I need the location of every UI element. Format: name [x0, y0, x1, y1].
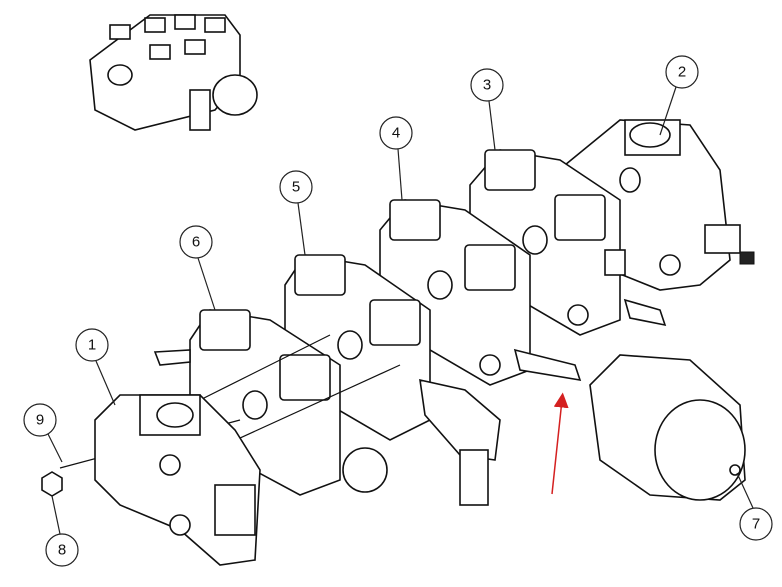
leader-lines	[47, 86, 754, 535]
callout-6: 6	[179, 225, 213, 259]
callout-2: 2	[665, 55, 699, 89]
svg-text:9: 9	[36, 412, 44, 429]
callout-8: 8	[45, 533, 79, 567]
svg-text:8: 8	[58, 542, 66, 559]
svg-text:6: 6	[192, 234, 200, 251]
callout-4: 4	[379, 116, 413, 150]
svg-text:2: 2	[678, 64, 686, 81]
svg-text:1: 1	[88, 337, 96, 354]
callout-9: 9	[23, 403, 57, 437]
svg-text:3: 3	[483, 77, 491, 94]
callout-7: 7	[739, 507, 773, 541]
assembled-valve-thumbnail	[89, 14, 258, 131]
part-8-nut	[41, 471, 63, 497]
callout-5: 5	[279, 170, 313, 204]
svg-text:5: 5	[292, 179, 300, 196]
part-1-end-section	[94, 394, 261, 566]
part-7-solenoid-cap	[589, 354, 746, 501]
callout-3: 3	[470, 68, 504, 102]
svg-text:7: 7	[752, 516, 760, 533]
callout-1: 1	[75, 328, 109, 362]
svg-text:4: 4	[392, 125, 400, 142]
red-arrow-indicator	[551, 392, 569, 495]
